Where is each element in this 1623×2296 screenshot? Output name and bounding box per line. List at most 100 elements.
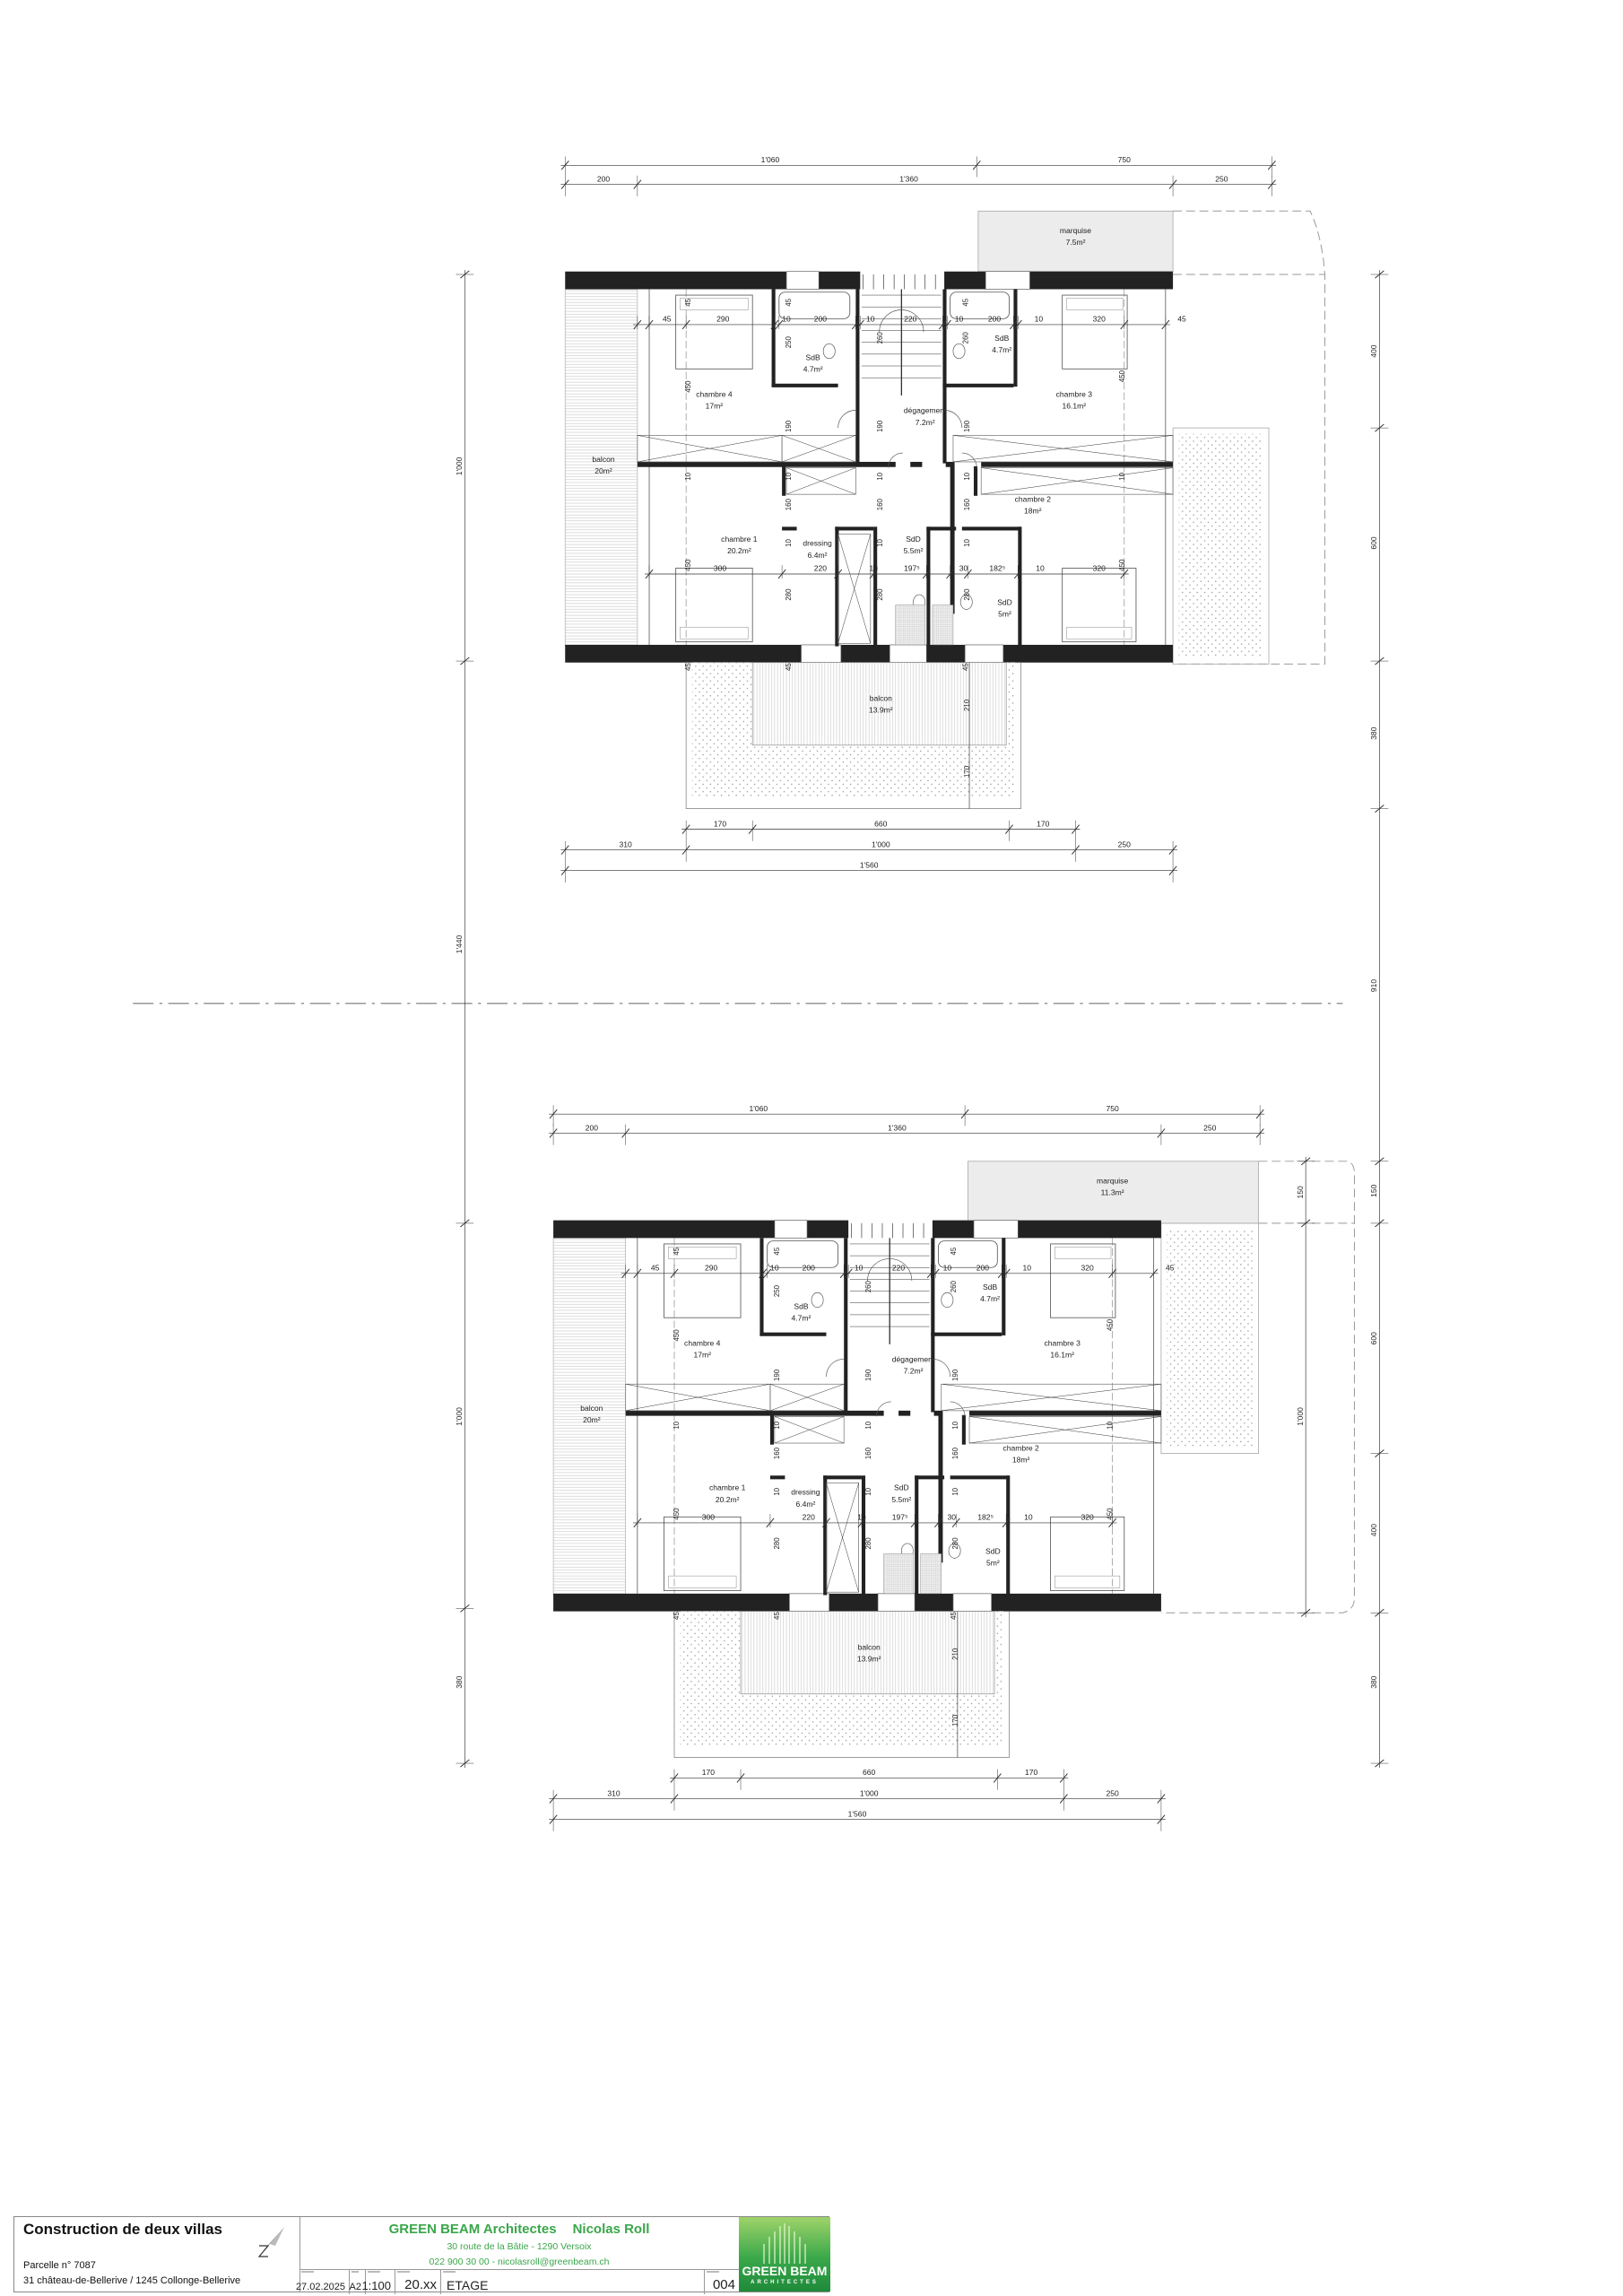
dimension-label: 450 bbox=[673, 1508, 681, 1520]
room-name: balcon bbox=[592, 455, 614, 464]
dimension-label: 10 bbox=[785, 472, 793, 480]
room-label: chambre 120.2m² bbox=[709, 1483, 746, 1504]
room-name: SdD bbox=[997, 598, 1012, 607]
wardrobe-cross bbox=[785, 467, 856, 495]
window bbox=[774, 1220, 808, 1239]
sheet-number-value: 004 bbox=[712, 2277, 735, 2292]
dimension-label: 10 bbox=[869, 564, 878, 573]
interior-wall bbox=[931, 1332, 1002, 1336]
dimension-label: 160 bbox=[876, 498, 884, 510]
door-swing bbox=[838, 410, 856, 429]
dimension-label: 220 bbox=[803, 1513, 816, 1522]
door-swing bbox=[888, 452, 904, 468]
wardrobe-cross bbox=[769, 1384, 845, 1412]
interior-wall bbox=[771, 289, 776, 387]
dimension-label: 200 bbox=[597, 174, 611, 183]
room-name: chambre 3 bbox=[1056, 390, 1093, 399]
room-area: 4.7m² bbox=[803, 365, 823, 374]
dimension-label: 1'000 bbox=[860, 1788, 879, 1797]
bed-pillow bbox=[1066, 298, 1124, 310]
dimension-label: 45 bbox=[663, 315, 672, 324]
dimension-label: 30 bbox=[959, 564, 968, 573]
dimension-label: 380 bbox=[1369, 726, 1378, 740]
bed bbox=[664, 1516, 742, 1591]
dimension-label: 450 bbox=[673, 1329, 681, 1342]
dimension-label: 450 bbox=[1118, 559, 1126, 571]
balcony-left bbox=[552, 1238, 627, 1596]
dimension-label: 310 bbox=[607, 1788, 621, 1797]
terrace-gravel bbox=[1167, 1229, 1253, 1448]
interior-wall bbox=[759, 1238, 764, 1335]
stair-turn bbox=[879, 309, 924, 333]
dimension-label: 170 bbox=[702, 1768, 716, 1777]
door-swing bbox=[932, 1358, 950, 1378]
room-name: chambre 1 bbox=[709, 1483, 746, 1492]
exterior-wall bbox=[1018, 1220, 1161, 1239]
dimension-label: 45 bbox=[651, 1264, 660, 1273]
exterior-wall bbox=[1002, 644, 1174, 663]
date-value: 27.02.2025 bbox=[295, 2282, 345, 2292]
dimension-label: 45 bbox=[673, 1612, 681, 1620]
firm-address: 30 route de la Bâtie - 1290 Versoix bbox=[447, 2241, 592, 2252]
dimension-label: 310 bbox=[620, 839, 633, 848]
dimension-label: 750 bbox=[1106, 1104, 1119, 1113]
dimension-label: 300 bbox=[702, 1513, 716, 1522]
room-name: dressing bbox=[791, 1488, 820, 1497]
dimension-label: 190 bbox=[773, 1369, 781, 1381]
toilet bbox=[811, 1292, 824, 1309]
exterior-wall bbox=[915, 1593, 953, 1612]
dimension-label: 280 bbox=[773, 1537, 781, 1550]
dimension-label: 30 bbox=[948, 1513, 957, 1522]
room-area: 20m² bbox=[595, 466, 612, 475]
interior-wall bbox=[950, 1475, 1010, 1480]
dimension-label: 197⁵ bbox=[904, 564, 920, 573]
interior-wall bbox=[844, 1238, 848, 1413]
room-area: 7.2m² bbox=[904, 1367, 924, 1376]
exterior-wall bbox=[932, 1220, 974, 1239]
interior-wall bbox=[855, 289, 860, 464]
dimension-label: 45 bbox=[773, 1612, 781, 1620]
dimension-label: 160 bbox=[951, 1447, 959, 1459]
dimension-label: 170 bbox=[1025, 1768, 1038, 1777]
dimension-label: 10 bbox=[773, 1421, 781, 1429]
dimension-label: 160 bbox=[864, 1447, 872, 1459]
shower-tray bbox=[883, 1553, 914, 1595]
dimension-label: 600 bbox=[1369, 1332, 1378, 1345]
scale-field: 1:100 bbox=[361, 2270, 395, 2294]
marquise-area bbox=[977, 210, 1174, 273]
dimension-label: 45 bbox=[773, 1247, 781, 1255]
bathtub bbox=[767, 1240, 839, 1268]
dimension-label: 10 bbox=[864, 1421, 872, 1429]
dimension-label: 260 bbox=[950, 1280, 958, 1292]
interior-wall bbox=[771, 383, 838, 387]
dimension-label: 10 bbox=[770, 1264, 779, 1273]
green-beam-logo: GREEN BEAM ARCHITECTES bbox=[739, 2217, 830, 2292]
exterior-wall bbox=[829, 1593, 879, 1612]
room-name: SdB bbox=[806, 352, 820, 361]
bathtub bbox=[778, 291, 851, 319]
interior-wall bbox=[873, 526, 878, 647]
dimension-label: 10 bbox=[1022, 1264, 1031, 1273]
room-name: balcon bbox=[858, 1642, 881, 1651]
room-name: chambre 4 bbox=[684, 1338, 721, 1347]
bed bbox=[664, 1243, 742, 1318]
marquise-area bbox=[968, 1161, 1259, 1224]
interior-wall bbox=[769, 1475, 785, 1480]
dimension-label: 10 bbox=[955, 315, 964, 324]
exterior-wall bbox=[991, 1593, 1161, 1612]
dimension-label: 290 bbox=[716, 315, 730, 324]
wardrobe bbox=[968, 1416, 1162, 1444]
firm-contact: 022 900 30 00 - nicolasroll@greenbeam.ch bbox=[429, 2257, 610, 2267]
balcony-deck bbox=[740, 1611, 995, 1695]
dimension-label: 450 bbox=[1107, 1508, 1115, 1520]
terrace-outline bbox=[1172, 427, 1270, 665]
dimension-label: 45 bbox=[673, 1247, 681, 1255]
